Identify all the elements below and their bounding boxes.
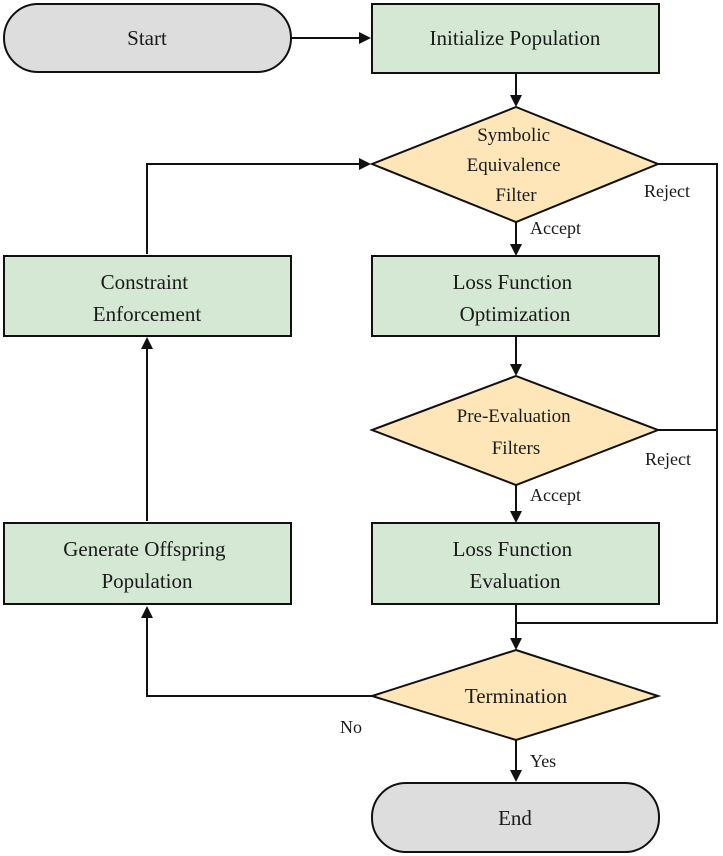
end-label: End <box>498 806 532 830</box>
svg-text:Generate Offspring Popul: Generate Offspring Population <box>63 537 231 593</box>
edges <box>141 32 718 782</box>
svg-text:Start: Start <box>127 26 167 50</box>
reject-label-pre-evaluation: Reject <box>645 449 691 469</box>
svg-text:Loss Function Evaluation: Loss Function Evaluation <box>453 537 578 593</box>
pre-evaluation-line-2: Filters <box>492 438 541 459</box>
symbolic-filter-line-1: Symbolic <box>477 125 550 146</box>
svg-text:Initialize Population: Initialize Population <box>430 26 601 50</box>
svg-text:Pre-Evaluation Filters: Pre-Evaluation Filters <box>457 406 576 459</box>
termination-label: Termination <box>465 684 568 708</box>
node-initialize-population: Initialize Population <box>371 3 660 74</box>
node-termination: Termination <box>368 648 662 742</box>
loss-evaluation-line-1: Loss Function <box>453 537 573 561</box>
svg-text:Symbolic Equivalence: Symbolic Equivalence Filter <box>467 125 566 206</box>
no-label-termination: No <box>340 717 362 737</box>
node-symbolic-equivalence-filter: Symbolic Equivalence Filter <box>369 105 661 224</box>
generate-offspring-line-1: Generate Offspring <box>63 537 226 561</box>
termination-diamond <box>368 648 662 742</box>
start-label: Start <box>127 26 167 50</box>
symbolic-filter-line-3: Filter <box>495 185 537 206</box>
yes-label-termination: Yes <box>530 751 556 771</box>
constraint-enforcement-line-2: Enforcement <box>93 302 202 326</box>
node-constraint-enforcement: Constraint Enforcement <box>3 255 292 337</box>
node-start: Start <box>3 3 292 73</box>
accept-label-symbolic: Accept <box>530 218 581 238</box>
generate-offspring-line-2: Population <box>101 569 193 593</box>
initialize-population-box <box>371 3 660 74</box>
accept-label-pre-evaluation: Accept <box>530 485 581 505</box>
edge-constraint-to-symbolic <box>146 158 371 254</box>
pre-evaluation-line-1: Pre-Evaluation <box>457 406 571 427</box>
loss-optimization-line-2: Optimization <box>460 302 571 326</box>
pre-evaluation-diamond <box>369 374 661 487</box>
svg-text:Termination: Termination <box>465 684 568 708</box>
node-loss-function-evaluation: Loss Function Evaluation <box>371 522 660 605</box>
node-generate-offspring-population: Generate Offspring Population <box>3 522 292 605</box>
node-pre-evaluation-filters: Pre-Evaluation Filters <box>369 374 661 487</box>
initialize-population-label: Initialize Population <box>430 26 601 50</box>
edge-labels: Accept Reject Accept Reject No Yes <box>340 181 691 771</box>
edge-reject-bus <box>516 163 718 624</box>
end-terminal-shape <box>371 782 660 853</box>
start-terminal-shape <box>3 3 292 73</box>
symbolic-filter-line-2: Equivalence <box>467 155 561 176</box>
edge-termination-no <box>141 606 372 697</box>
svg-text:Loss Function Optimizati: Loss Function Optimization <box>453 270 578 326</box>
loss-evaluation-box <box>371 522 660 605</box>
svg-text:End: End <box>498 806 532 830</box>
svg-text:Constraint Enforcement: Constraint Enforcement <box>93 270 202 326</box>
generate-offspring-box <box>3 522 292 605</box>
loss-optimization-line-1: Loss Function <box>453 270 573 294</box>
reject-label-symbolic: Reject <box>644 181 690 201</box>
constraint-enforcement-line-1: Constraint <box>101 270 189 294</box>
symbolic-filter-diamond <box>369 105 661 224</box>
loss-evaluation-line-2: Evaluation <box>470 569 561 593</box>
constraint-enforcement-box <box>3 255 292 337</box>
node-loss-function-optimization: Loss Function Optimization <box>371 255 660 337</box>
node-end: End <box>371 782 660 853</box>
loss-optimization-box <box>371 255 660 337</box>
